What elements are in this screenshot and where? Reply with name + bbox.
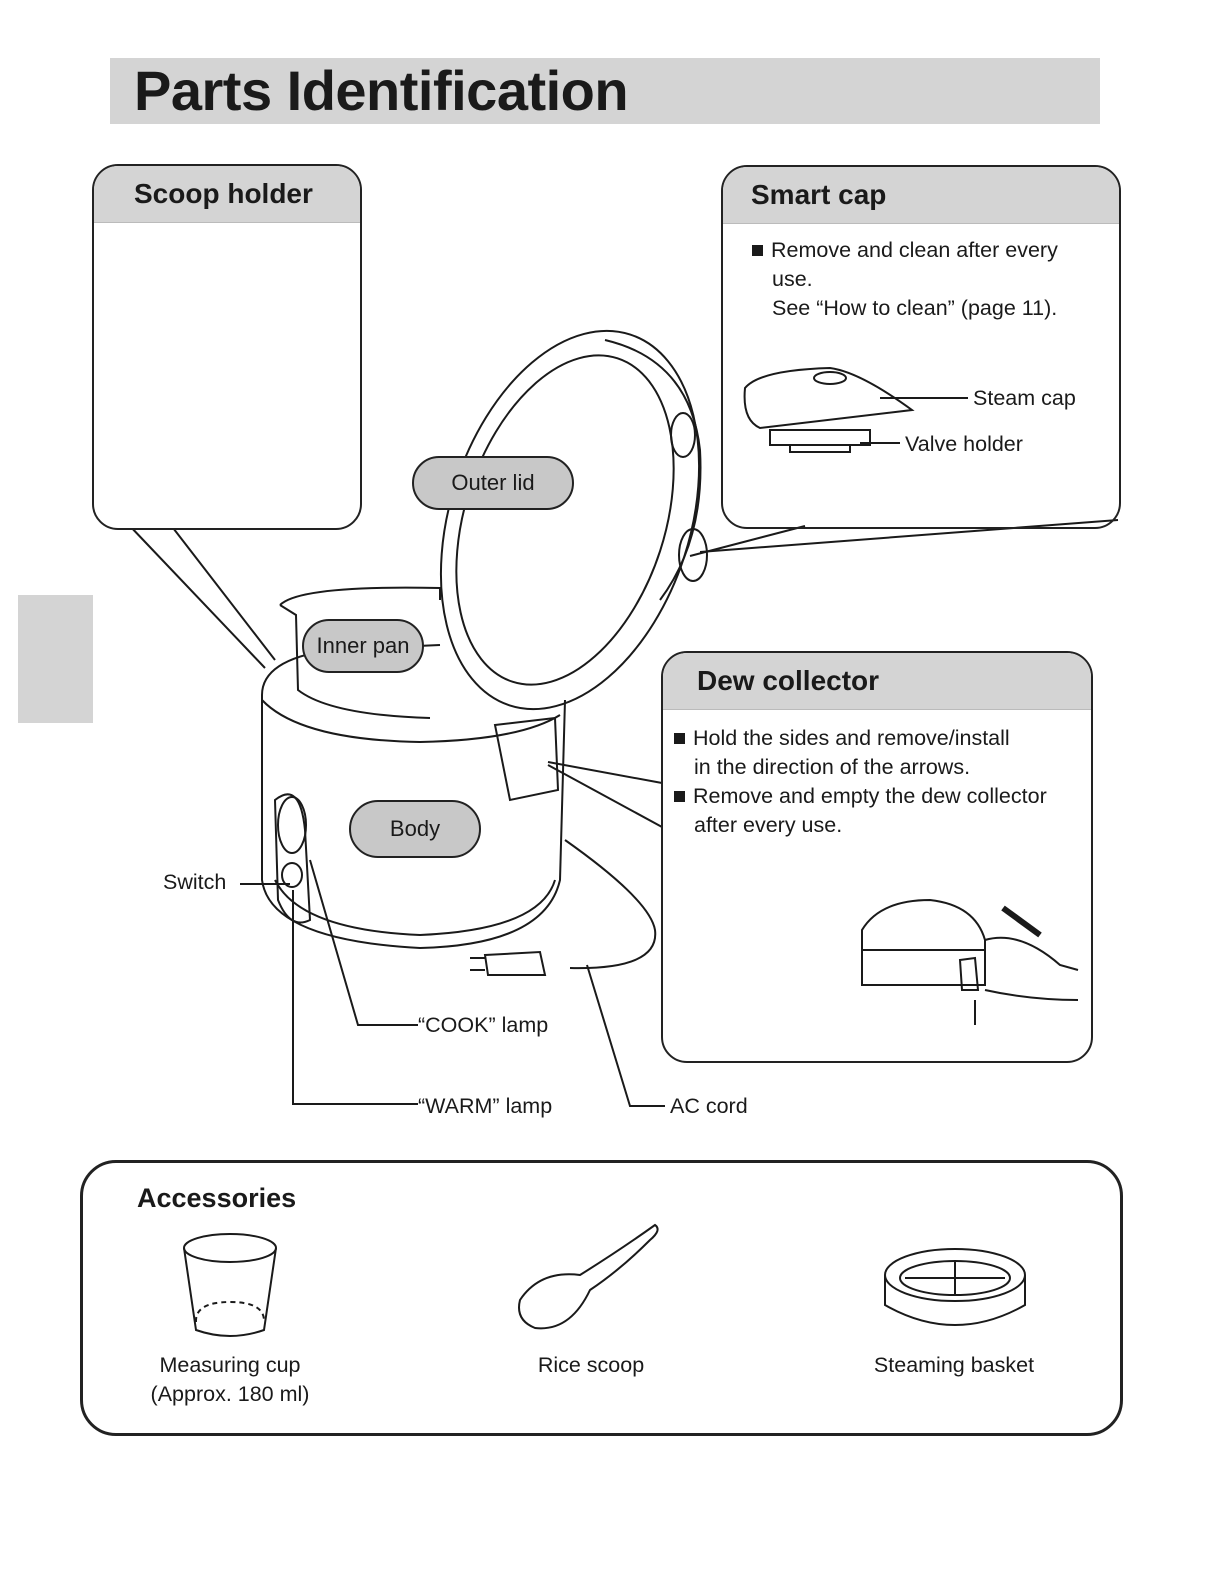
steam-cap-label: Steam cap	[973, 386, 1076, 410]
cook-lamp-label: “COOK” lamp	[418, 1013, 549, 1037]
scoop-holder-panel: Scoop holder	[92, 164, 362, 530]
bullet-square-icon	[674, 733, 685, 744]
body-label: Body	[349, 800, 481, 858]
warm-lamp-label: “WARM” lamp	[418, 1094, 553, 1118]
page-title: Parts Identification	[134, 59, 629, 122]
bullet-square-icon	[752, 245, 763, 256]
scoop-holder-heading: Scoop holder	[94, 166, 360, 223]
measuring-cup-label: Measuring cup (Approx. 180 ml)	[150, 1353, 310, 1406]
switch-label: Switch	[163, 870, 227, 894]
dew-collector-panel: Dew collector	[661, 651, 1093, 1063]
outer-lid-label: Outer lid	[412, 456, 574, 510]
bullet-square-icon	[674, 791, 685, 802]
ac-cord-label: AC cord	[670, 1094, 748, 1118]
smart-cap-bullet: Remove and clean after every use. See “H…	[752, 236, 1058, 323]
inner-pan-label: Inner pan	[302, 619, 424, 673]
smart-cap-heading: Smart cap	[723, 167, 1119, 224]
double-arrow-icon	[1001, 905, 1042, 938]
dew-collector-bullets: Hold the sides and remove/install in the…	[674, 724, 1047, 840]
title-bar	[110, 58, 1100, 124]
valve-holder-label: Valve holder	[905, 432, 1023, 456]
smart-cap-panel: Smart cap	[721, 165, 1121, 529]
accessories-panel	[80, 1160, 1123, 1436]
side-tab	[18, 595, 93, 723]
dew-collector-heading: Dew collector	[663, 653, 1091, 710]
rice-scoop-label: Rice scoop	[537, 1353, 645, 1377]
steaming-basket-label: Steaming basket	[873, 1353, 1035, 1377]
accessories-heading: Accessories	[137, 1183, 297, 1213]
